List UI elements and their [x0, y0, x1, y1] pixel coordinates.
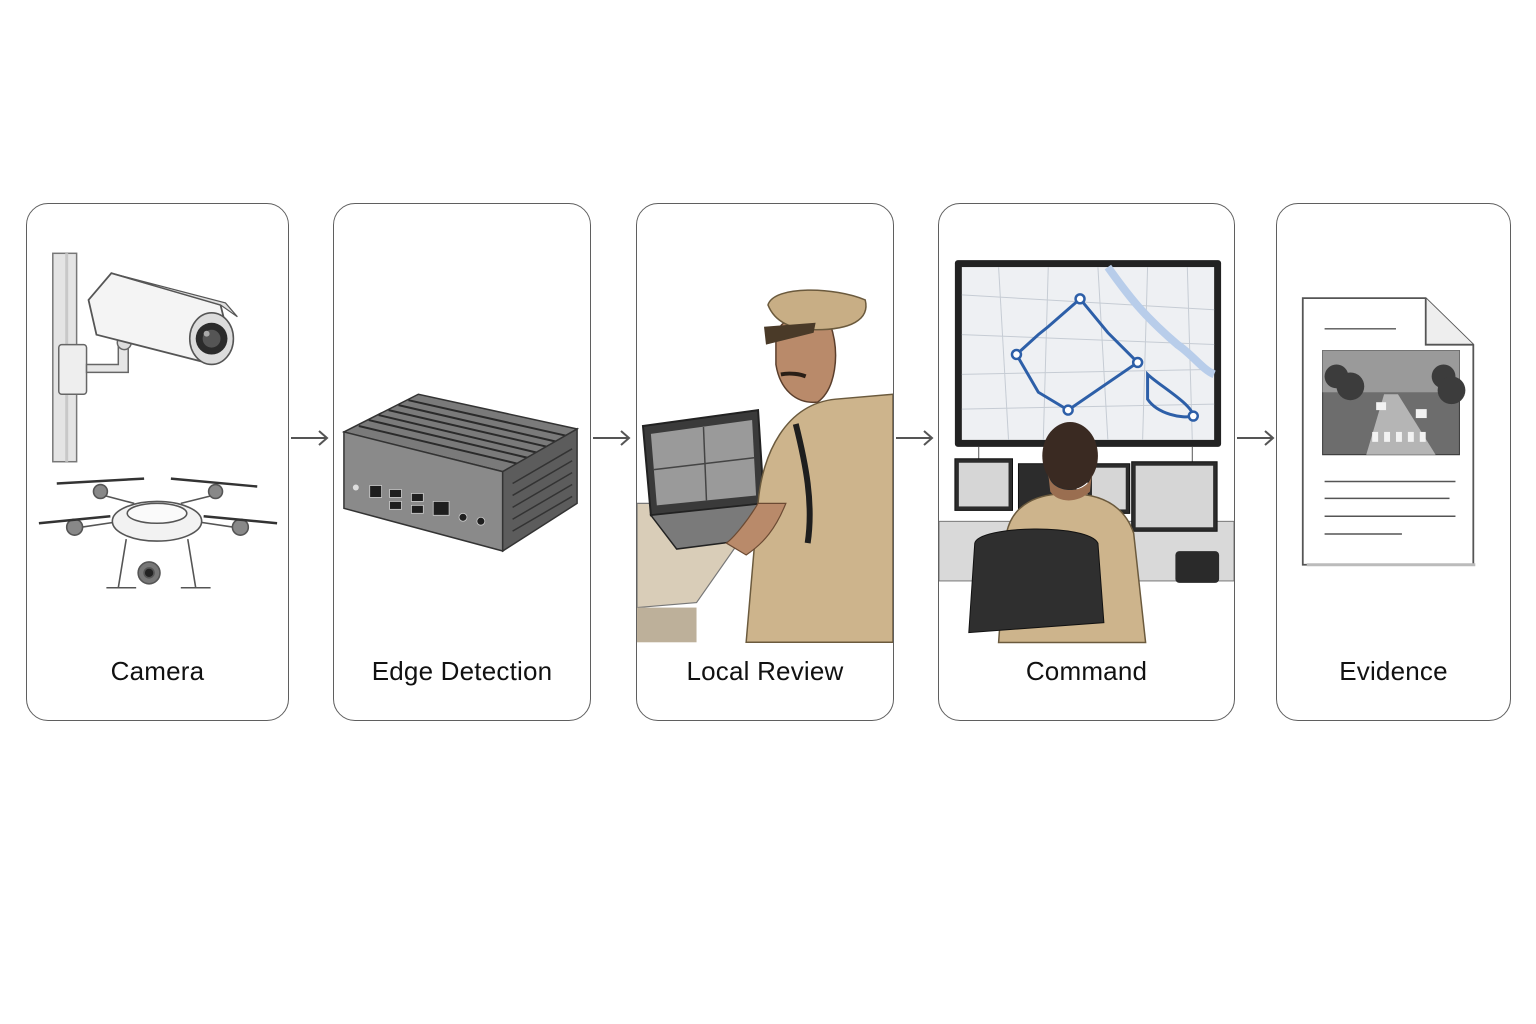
- edge-computer-icon: [341, 393, 580, 553]
- step-local-review-card: Local Review: [636, 203, 894, 721]
- arrow-1: [289, 426, 333, 450]
- step-command-card: Command: [938, 203, 1235, 721]
- arrow-right-icon: [896, 430, 934, 446]
- arrow-3: [894, 426, 938, 450]
- step-edge-detection-label: Edge Detection: [371, 656, 553, 686]
- step-local-review-label: Local Review: [686, 656, 844, 686]
- command-center-icon: [939, 260, 1234, 644]
- officer-laptop-icon: [637, 289, 893, 644]
- arrow-right-icon: [291, 430, 329, 446]
- arrow-right-icon: [593, 430, 631, 446]
- step-camera-card: Camera: [26, 203, 289, 721]
- step-command-label: Command: [1025, 656, 1148, 686]
- step-evidence-card: Evidence: [1276, 203, 1511, 721]
- evidence-document-icon: [1301, 297, 1476, 567]
- arrow-4: [1235, 426, 1279, 450]
- step-camera-label: Camera: [110, 656, 205, 686]
- cctv-and-drone-icon: [38, 252, 278, 589]
- arrow-2: [591, 426, 635, 450]
- step-edge-detection-card: Edge Detection: [333, 203, 591, 721]
- step-evidence-label: Evidence: [1339, 656, 1448, 686]
- arrow-right-icon: [1237, 430, 1275, 446]
